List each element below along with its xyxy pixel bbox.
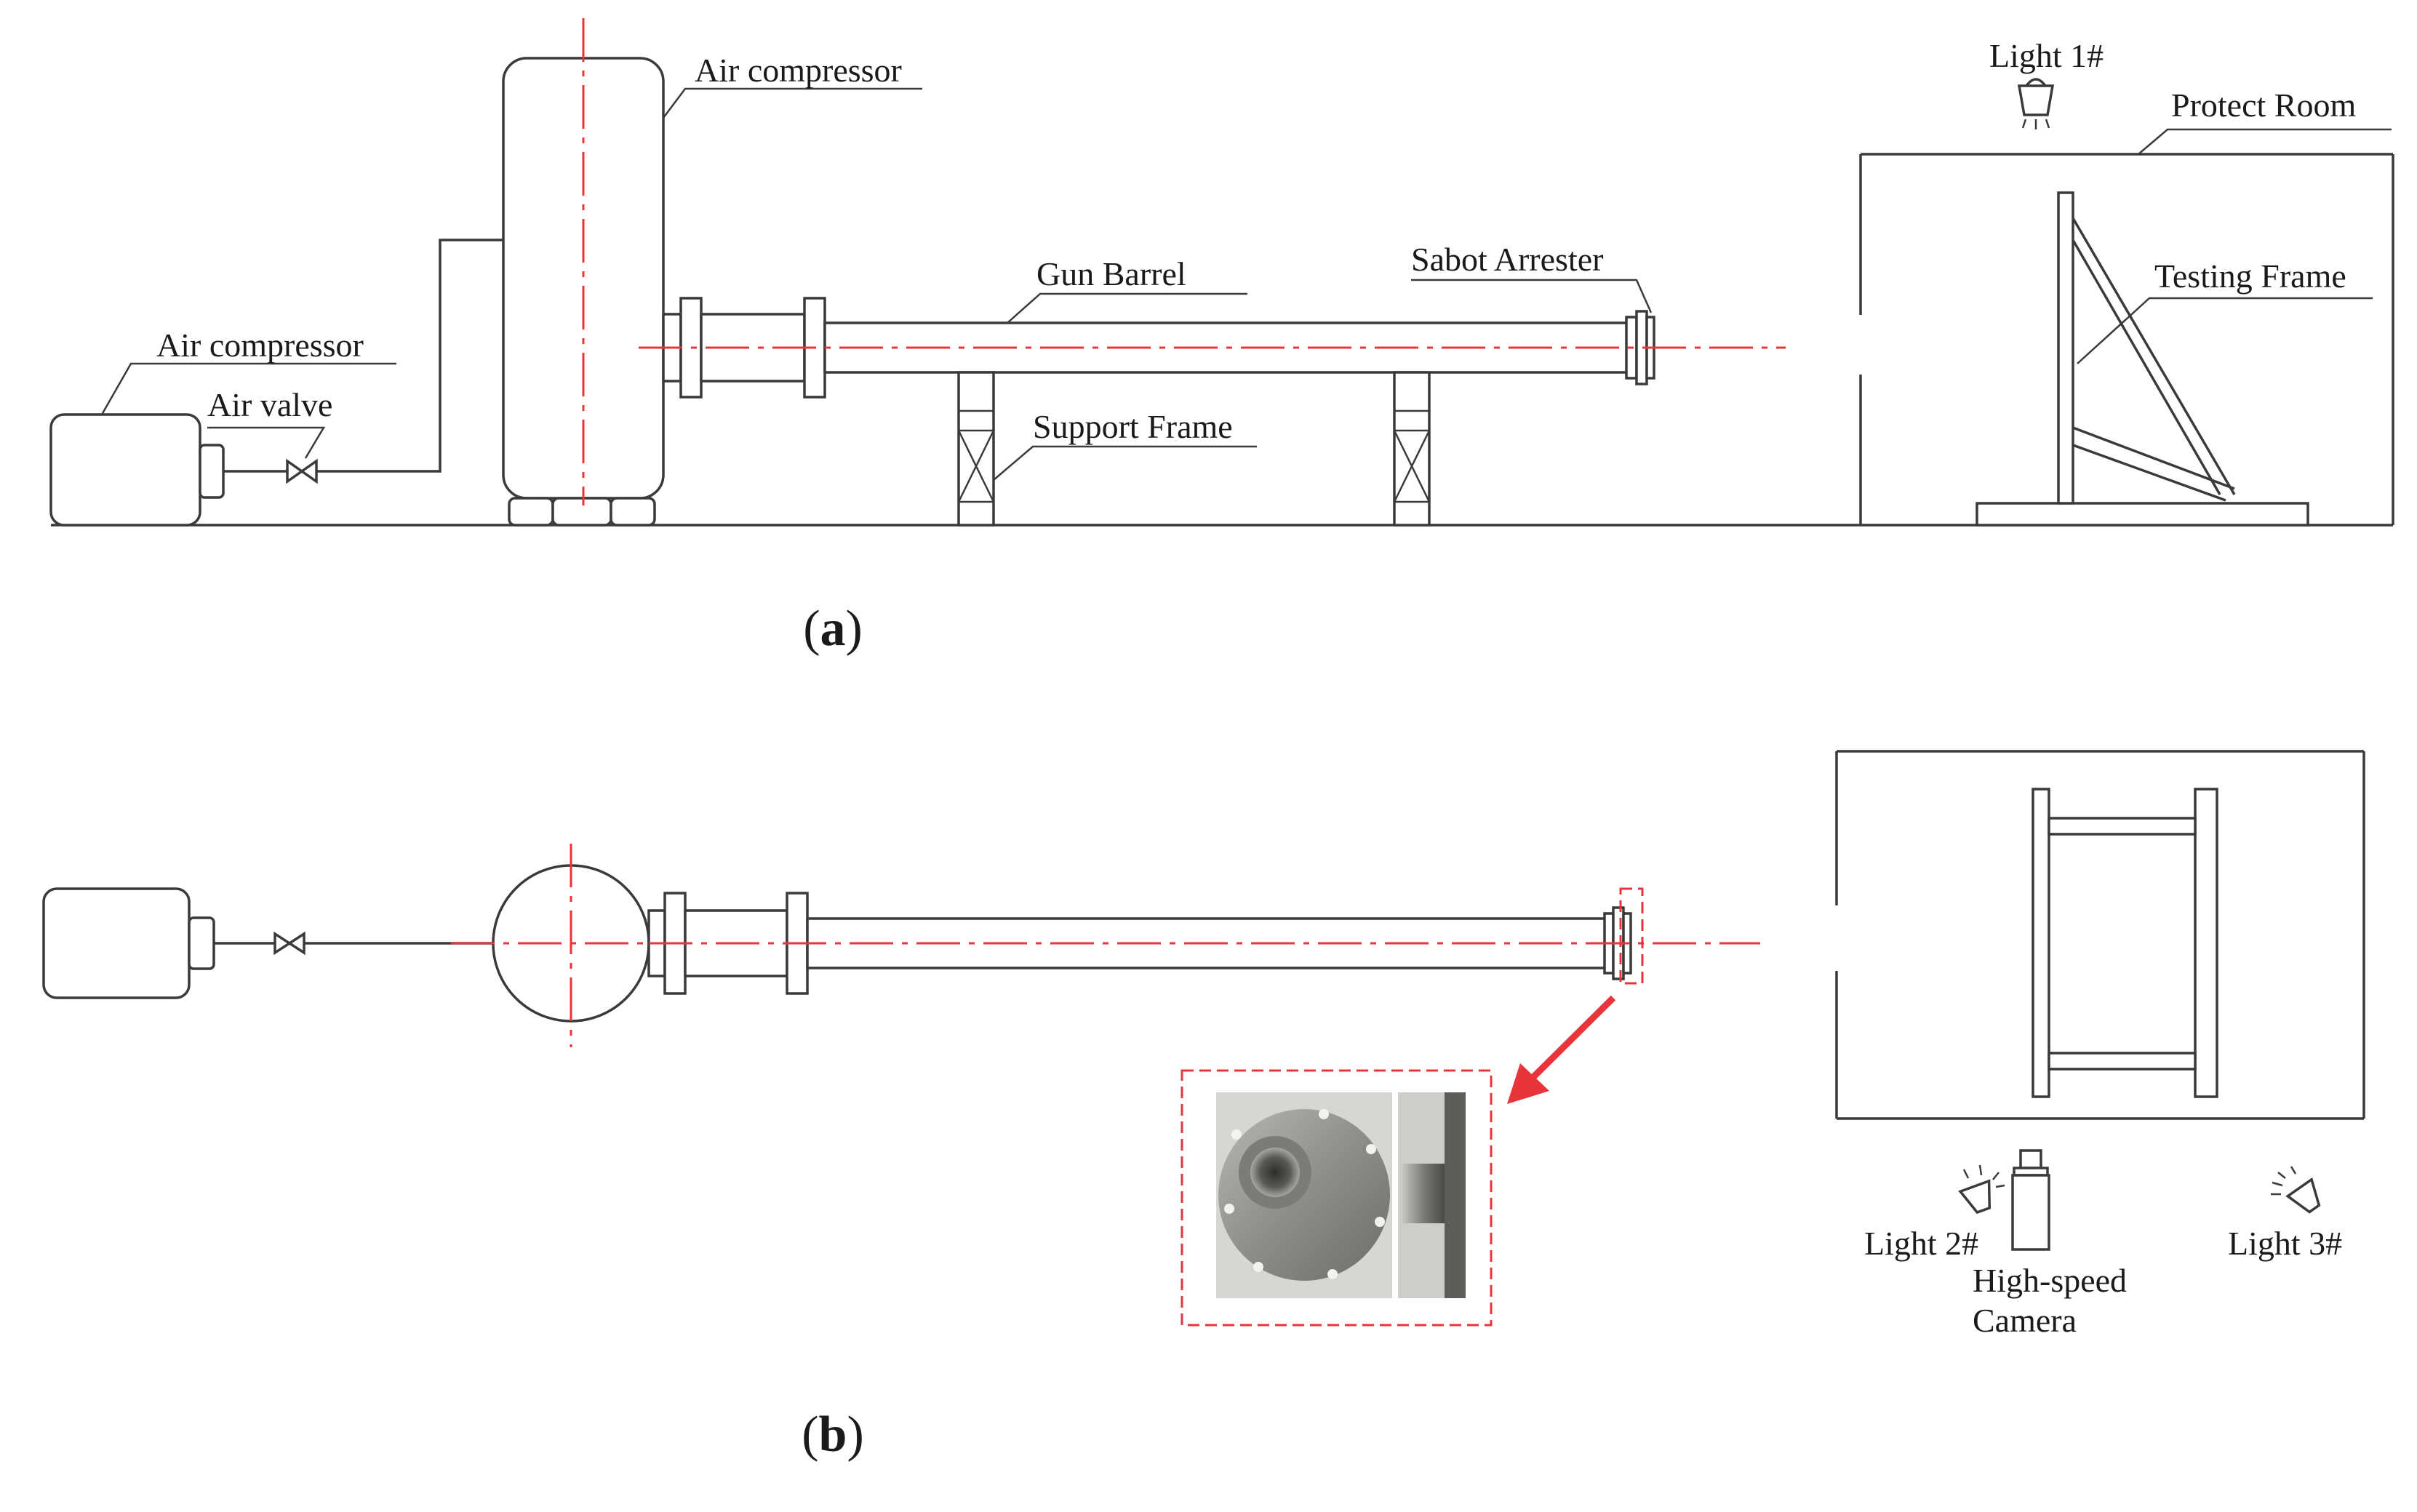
leader-testing-frame — [2077, 297, 2373, 364]
leader-gun-barrel — [1007, 292, 1247, 324]
label-sabot-arrester: Sabot Arrester — [1411, 241, 1603, 278]
sabot-arrester-photo-front — [1216, 1092, 1392, 1298]
label-protect-room: Protect Room — [2171, 87, 2356, 124]
label-gun-barrel: Gun Barrel — [1036, 255, 1186, 292]
protect-room — [1859, 153, 2394, 525]
sabot-arrester-photo-side — [1398, 1092, 1466, 1298]
sabot-arrester-photo-frame — [1180, 1069, 1493, 1327]
support-frame-1 — [957, 371, 995, 527]
label-testing-frame: Testing Frame — [2154, 257, 2346, 295]
lamp-icon — [2017, 78, 2055, 129]
panel-b: Light 2# Light 3# High-speed Camera (b) — [42, 750, 2365, 1463]
air-compressor-tank — [502, 57, 665, 527]
label-light-2: Light 2# — [1864, 1225, 1978, 1262]
label-support-frame: Support Frame — [1033, 408, 1233, 445]
arrow-icon — [1507, 995, 1616, 1104]
small-air-compressor — [49, 413, 225, 527]
leader-air-compressor-unit — [100, 362, 396, 415]
panel-a: Air compressor Air compressor Air valve … — [49, 18, 2394, 657]
valve-icon — [286, 458, 318, 484]
caption-b: (b) — [802, 1407, 864, 1463]
label-light-3: Light 3# — [2228, 1225, 2342, 1262]
testing-frame — [1975, 191, 2309, 527]
valve-icon — [273, 931, 305, 956]
support-frame-2 — [1393, 371, 1431, 527]
leader-air-valve — [207, 426, 326, 459]
lamp-icon — [2271, 1166, 2321, 1214]
testing-frame-top — [2032, 788, 2218, 1098]
sabot-highlight-box — [1619, 887, 1644, 985]
label-air-compressor-tank: Air compressor — [695, 52, 902, 89]
protect-room-top — [1835, 750, 2365, 1120]
label-camera-line1: High-speed — [1973, 1262, 2127, 1299]
leader-protect-room — [2138, 128, 2392, 155]
leader-air-compressor-tank — [663, 87, 922, 119]
leader-sabot-arrester — [1411, 279, 1653, 313]
label-camera-line2: Camera — [1973, 1302, 2077, 1339]
small-air-compressor-top — [42, 887, 215, 999]
label-air-compressor-unit: Air compressor — [156, 327, 364, 364]
caption-a: (a) — [803, 601, 863, 657]
lamp-icon — [1958, 1164, 2005, 1215]
leader-support-frame — [993, 445, 1257, 481]
label-light-1: Light 1# — [1989, 37, 2104, 74]
air-pipe-2 — [316, 239, 503, 473]
camera-icon — [2011, 1149, 2050, 1251]
label-air-valve: Air valve — [207, 386, 332, 423]
